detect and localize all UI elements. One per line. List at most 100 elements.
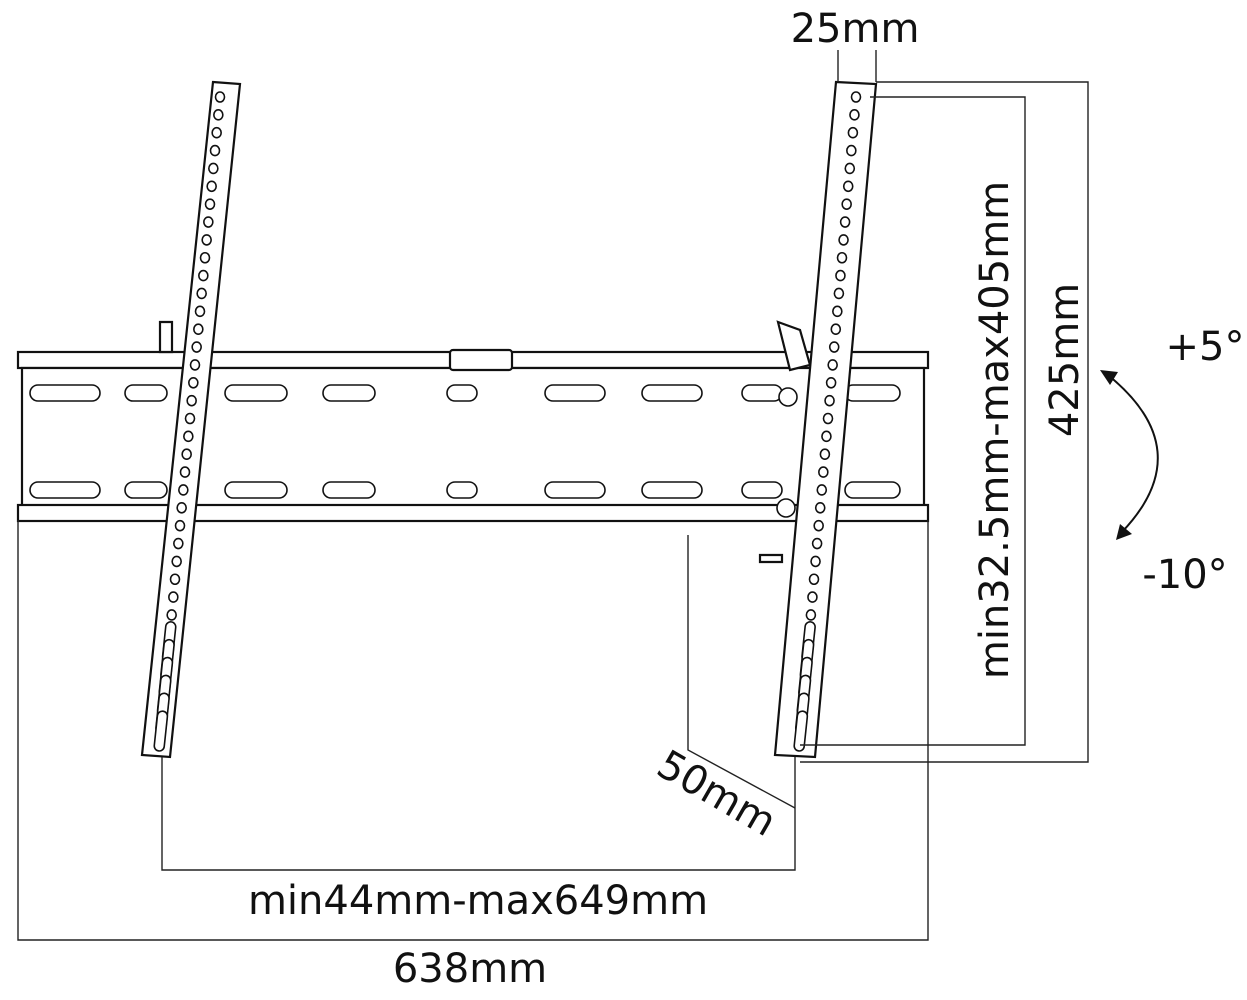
bracket-slot	[793, 710, 809, 752]
bracket-hole	[208, 162, 219, 175]
right-bracket-holes	[793, 91, 862, 752]
mounting-slot	[322, 384, 376, 402]
dimension-425: 425mm	[800, 81, 1089, 763]
bracket-hole	[183, 430, 194, 443]
bracket-hole	[214, 91, 226, 103]
bracket-hole	[822, 412, 834, 425]
bracket-hole	[199, 251, 211, 264]
right-vertical-bracket	[758, 80, 878, 759]
horizontal-range-label: min44mm-max649mm	[248, 878, 708, 924]
bracket-hole	[825, 376, 837, 389]
bracket-hole	[211, 126, 222, 139]
bracket-hole	[186, 394, 197, 407]
mounting-slot	[741, 481, 783, 499]
dimension-vertical-range: min32.5mm-max405mm	[800, 96, 1026, 746]
safety-screw	[758, 553, 784, 564]
bracket-hole	[173, 537, 184, 550]
bracket-height-label: 425mm	[1042, 283, 1088, 437]
bracket-hole	[824, 394, 835, 407]
bracket-hole	[196, 287, 207, 300]
bracket-hole	[203, 216, 214, 228]
mounting-slot	[844, 481, 901, 499]
bracket-hole	[811, 537, 823, 550]
mounting-slot	[224, 481, 288, 499]
plate-width-label: 638mm	[393, 946, 547, 992]
dimension-horizontal-range: min44mm-max649mm	[161, 757, 796, 924]
bracket-hole	[832, 305, 843, 318]
dimension-638: 638mm	[17, 520, 929, 992]
mounting-slot	[544, 384, 606, 402]
bracket-hole	[821, 430, 832, 443]
bracket-hole	[174, 519, 186, 532]
bracket-hole	[805, 609, 817, 621]
wall-distance-label: 50mm	[649, 742, 784, 846]
bracket-hole	[188, 376, 199, 389]
hole-offset-label: 25mm	[791, 6, 920, 52]
bracket-hole	[830, 323, 842, 335]
bracket-hole	[841, 198, 852, 210]
tilt-knob-upper	[778, 387, 798, 407]
left-vertical-bracket	[140, 80, 242, 759]
bracket-hole	[836, 251, 848, 264]
bracket-hole	[819, 448, 831, 461]
bracket-hole	[178, 484, 189, 496]
mounting-slot	[446, 384, 478, 402]
bracket-hole	[209, 144, 221, 157]
dimension-25: 25mm	[791, 6, 920, 82]
bracket-hole	[171, 555, 182, 568]
vertical-range-label: min32.5mm-max405mm	[972, 181, 1018, 679]
mounting-slot	[844, 384, 901, 402]
mounting-slot	[29, 481, 101, 499]
bracket-hole	[168, 591, 179, 603]
bracket-hole	[816, 484, 828, 496]
bracket-hole	[176, 502, 187, 514]
bracket-hole	[835, 269, 846, 282]
bracket-hole	[194, 305, 206, 318]
wall-plate	[16, 348, 930, 523]
bracket-hole	[827, 359, 838, 371]
bracket-hole	[184, 412, 196, 425]
dimension-wall-distance: 50mm	[649, 535, 796, 846]
left-bracket-holes	[153, 91, 226, 752]
tilt-arc	[1107, 374, 1159, 533]
mounting-slot	[124, 384, 168, 402]
bracket-hole	[206, 180, 217, 193]
bracket-hole	[847, 126, 859, 139]
mounting-slot	[641, 481, 703, 499]
tilt-up-label: +5°	[1166, 324, 1245, 370]
bracket-slot	[153, 710, 169, 752]
bracket-hole	[844, 162, 856, 175]
bracket-hole	[179, 466, 191, 478]
arrow-up-icon	[1100, 370, 1118, 385]
mounting-slot	[641, 384, 703, 402]
bracket-hole	[813, 519, 824, 532]
bracket-hole	[810, 555, 821, 568]
bracket-hole	[166, 609, 177, 621]
bracket-hole	[807, 591, 818, 603]
bracket-hole	[849, 109, 860, 121]
tilt-indicator: +5° -10°	[1100, 324, 1244, 598]
tilt-knob-lower	[776, 498, 796, 518]
bracket-hole	[850, 91, 862, 103]
tilt-down-label: -10°	[1142, 552, 1227, 598]
mounting-slot	[29, 384, 101, 402]
bracket-hole	[169, 573, 181, 586]
bracket-hole	[193, 323, 204, 335]
mounting-slot	[124, 481, 168, 499]
mounting-slot	[224, 384, 288, 402]
arrow-down-icon	[1116, 524, 1132, 540]
bracket-hole	[181, 448, 192, 461]
bracket-hole	[808, 573, 820, 586]
bracket-hole	[842, 180, 854, 193]
bracket-hole	[818, 466, 829, 478]
bracket-hole	[198, 269, 209, 282]
bracket-hole	[814, 502, 826, 514]
wall-plate-slots	[29, 384, 901, 499]
bracket-hole	[828, 341, 840, 353]
bracket-hole	[838, 234, 849, 246]
mounting-slot	[544, 481, 606, 499]
bracket-hole	[213, 109, 224, 121]
bracket-hole	[839, 216, 851, 228]
mounting-slot	[741, 384, 783, 402]
